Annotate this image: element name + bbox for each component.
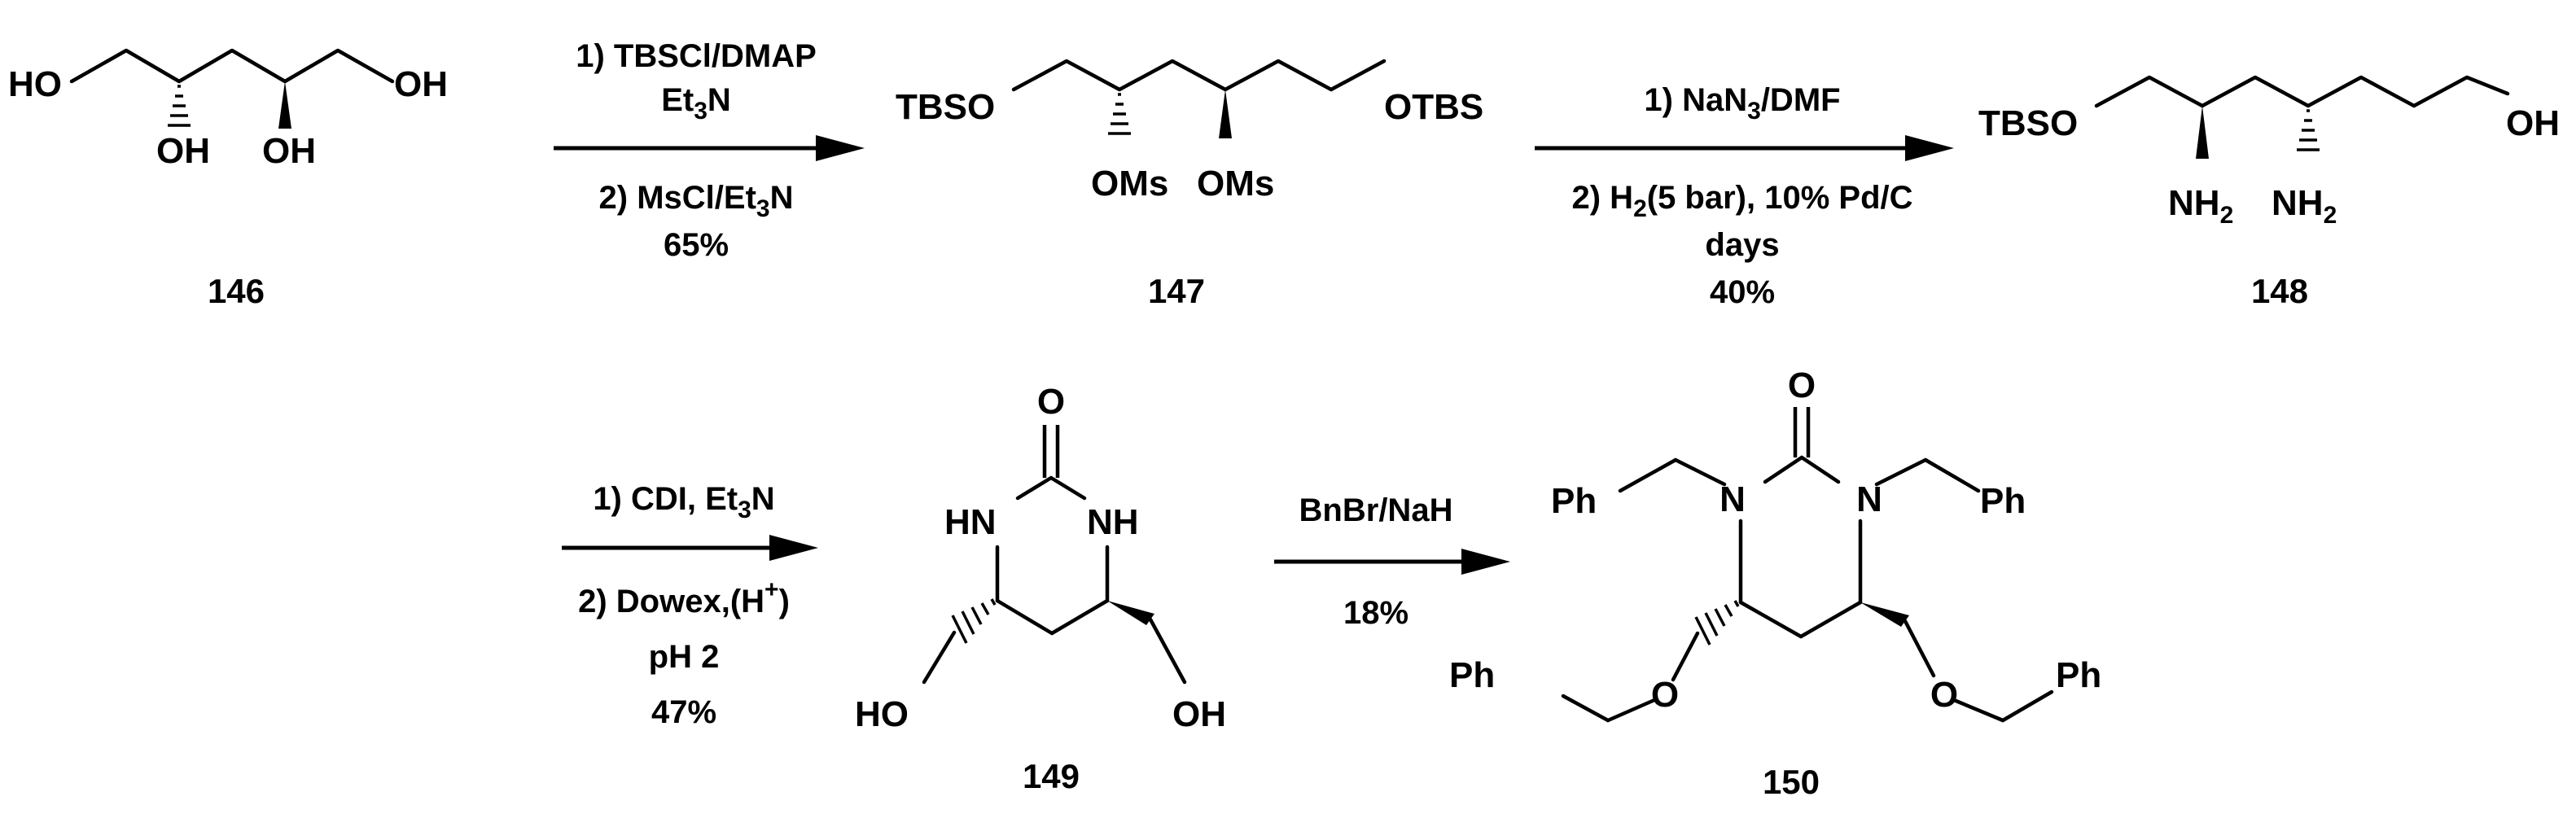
reagent-text: 2) MsCl/Et3N: [599, 180, 794, 222]
atom-label-oh: OH: [394, 64, 448, 104]
wedge-bond: [1860, 602, 1909, 627]
atom-label-oms: OMs: [1091, 164, 1168, 204]
reagent-text: pH 2: [649, 639, 720, 675]
atom-label-tbso: TBSO: [896, 87, 995, 127]
compound-number: 146: [208, 272, 265, 310]
yield-text: 47%: [651, 694, 716, 730]
atom-label-ho: HO: [8, 64, 62, 104]
compound-146: HO OH OH OH 146: [8, 48, 448, 310]
atom-label-o: O: [1930, 675, 1958, 715]
atom-label-otbs: OTBS: [1384, 87, 1483, 127]
atom-label-ph: Ph: [1980, 481, 2026, 521]
compound-148: TBSO OH NH2 NH2 148: [1978, 75, 2560, 310]
reagent-text: 1) CDI, Et3N: [593, 481, 774, 523]
reagent-text: BnBr/NaH: [1299, 492, 1453, 528]
reagent-text: Et3N: [661, 82, 731, 125]
atom-label-oms: OMs: [1197, 164, 1274, 204]
atom-label-oh: OH: [262, 131, 316, 171]
hashed-bond: [951, 598, 997, 644]
wedge-bond: [2196, 106, 2209, 159]
atom-label-nh2: NH2: [2168, 183, 2233, 229]
reagent-text: days: [1705, 227, 1779, 263]
yield-text: 40%: [1710, 274, 1775, 310]
wedge-bond: [278, 81, 291, 129]
atom-label-n: N: [1720, 479, 1746, 519]
atom-label-o: O: [1037, 382, 1065, 422]
reaction-arrow-3: 1) CDI, Et3N 2) Dowex,(H+) pH 2 47%: [562, 481, 818, 730]
atom-label-ho: HO: [855, 694, 909, 734]
atom-label-oh: OH: [2506, 103, 2560, 143]
reaction-arrow-2: 1) NaN3/DMF 2) H2(5 bar), 10% Pd/C days …: [1535, 82, 1954, 310]
compound-number: 149: [1023, 757, 1080, 795]
atom-label-ph: Ph: [1551, 481, 1597, 521]
atom-label-ph: Ph: [2056, 655, 2101, 695]
compound-147: TBSO OTBS OMs OMs 147: [896, 59, 1483, 310]
reagent-text: 1) NaN3/DMF: [1644, 82, 1840, 125]
atom-label-nh2: NH2: [2272, 183, 2337, 229]
reagent-text: 2) Dowex,(H+): [578, 576, 790, 619]
hashed-bond: [1694, 600, 1740, 646]
atom-label-tbso: TBSO: [1978, 103, 2078, 143]
wedge-bond: [1219, 90, 1232, 138]
atom-label-hn: HN: [944, 502, 997, 542]
atom-label-ph: Ph: [1449, 655, 1495, 695]
hashed-bond: [2297, 109, 2320, 151]
reagent-text: 1) TBSCl/DMAP: [576, 38, 817, 74]
atom-label-oh: OH: [156, 131, 210, 171]
atom-label-nh: NH: [1087, 502, 1139, 542]
reaction-arrow-1: 1) TBSCl/DMAP Et3N 2) MsCl/Et3N 65%: [554, 38, 865, 263]
hashed-bond: [1108, 93, 1131, 135]
atom-label-o: O: [1788, 365, 1816, 405]
hashed-bond: [168, 85, 191, 127]
compound-number: 148: [2251, 272, 2308, 310]
reaction-arrow-4: BnBr/NaH 18%: [1274, 492, 1510, 631]
yield-text: 65%: [664, 227, 729, 263]
atom-label-n: N: [1856, 479, 1882, 519]
atom-label-o: O: [1651, 675, 1679, 715]
yield-text: 18%: [1343, 595, 1408, 631]
compound-149: O HN NH HO OH 149: [855, 382, 1226, 795]
compound-number: 147: [1148, 272, 1205, 310]
compound-150: O N N Ph Ph Ph Ph O O 150: [1449, 365, 2101, 801]
reagent-text: 2) H2(5 bar), 10% Pd/C: [1571, 180, 1912, 222]
compound-number: 150: [1763, 763, 1820, 801]
atom-label-oh: OH: [1172, 694, 1226, 734]
wedge-bond: [1107, 601, 1154, 625]
